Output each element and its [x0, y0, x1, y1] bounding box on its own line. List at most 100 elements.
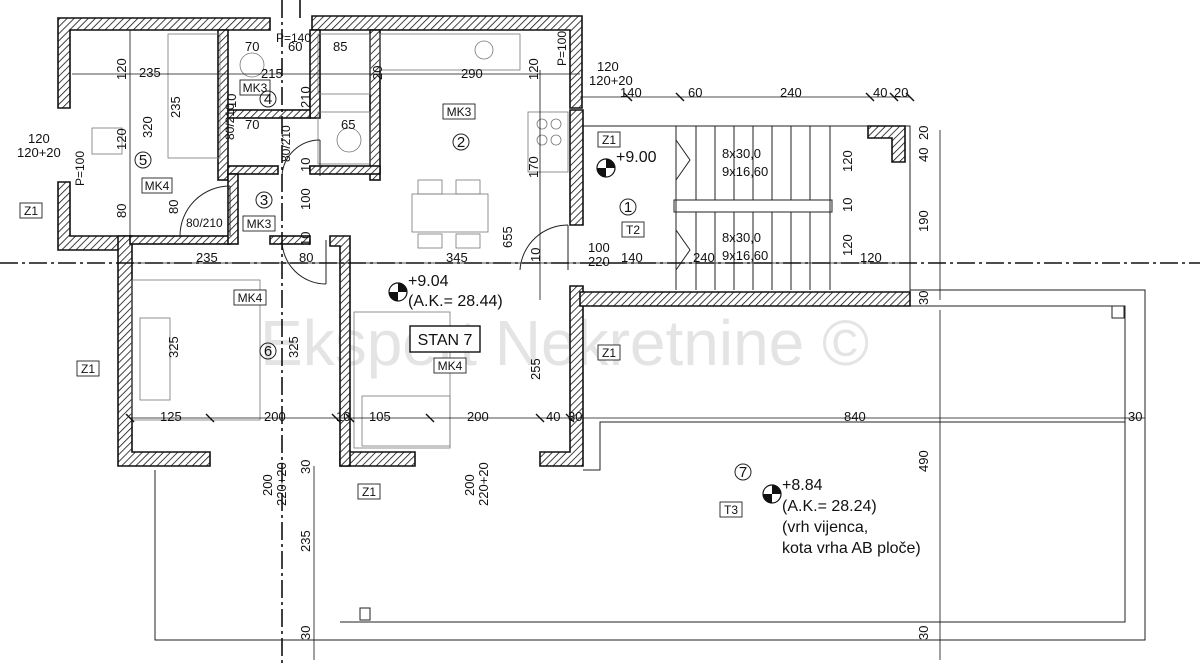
dimension-label: 220	[588, 254, 610, 269]
dimension-label: 85	[333, 39, 347, 54]
dimension-label: 10	[298, 232, 313, 246]
dimension-label: 190	[916, 210, 931, 232]
room-code-3: MK3	[247, 217, 272, 231]
window-tag: Z1	[81, 362, 95, 376]
tag-boxes	[19, 79, 752, 518]
dimension-label: 325	[286, 336, 301, 358]
door-label: P=140	[276, 31, 311, 45]
dimension-label: 120	[28, 131, 50, 146]
dimension-label: 10	[528, 248, 543, 262]
dimension-label: 10	[840, 198, 855, 212]
dimension-label: 490	[916, 450, 931, 472]
stair-level: +9.00	[616, 149, 657, 166]
dimension-label: 70	[245, 117, 259, 132]
walls	[57, 15, 911, 467]
room-code-7: T3	[724, 503, 738, 517]
dimension-label: 100	[588, 240, 610, 255]
room-number-3: 3	[260, 192, 268, 209]
dimension-label: 235	[139, 65, 161, 80]
room-code-6: MK4	[238, 291, 263, 305]
dimension-label: 235	[168, 96, 183, 118]
dimension-label: 80	[299, 250, 313, 265]
dimension-label: 220+20	[274, 462, 289, 506]
dimension-label: 20	[916, 126, 931, 140]
room-number-7: 7	[739, 464, 747, 481]
dimension-label: 125	[160, 409, 182, 424]
terrace-note-line1: (vrh vijenca,	[782, 519, 868, 536]
dimension-label: 60	[688, 85, 702, 100]
stair-flight-label: 9x16,60	[722, 248, 768, 263]
dimension-label: 120	[840, 150, 855, 172]
dimension-label: 120+20	[589, 73, 633, 88]
room-number-6: 6	[264, 343, 272, 360]
terrace-abs-level: (A.K.= 28.24)	[782, 498, 877, 515]
dimension-label: 120	[860, 250, 882, 265]
dimension-label: 100	[298, 188, 313, 210]
dimension-label: 120+20	[17, 145, 61, 160]
dimension-label: 235	[196, 250, 218, 265]
dimension-label: 20	[370, 66, 385, 80]
dimension-label: 30	[916, 291, 931, 305]
dimension-label: 235	[298, 530, 313, 552]
dimension-label: 30	[916, 626, 931, 640]
level-markers	[388, 158, 782, 504]
dimension-label: 240	[780, 85, 802, 100]
stair-flight-label: 8x30,0	[722, 146, 761, 161]
dimension-label: 655	[500, 226, 515, 248]
dimension-label: 30	[298, 460, 313, 474]
dimension-label: 40	[916, 148, 931, 162]
door-label: 80/210	[279, 125, 293, 162]
dimension-label: 65	[341, 117, 355, 132]
door-label: 80/210	[186, 216, 223, 230]
watermark: Ekspert Nekretnine ©	[260, 307, 869, 379]
dimension-label: 120	[840, 234, 855, 256]
dimension-label: 60	[288, 39, 302, 54]
window-tag: Z1	[602, 133, 616, 147]
room-code-living: MK4	[438, 359, 463, 373]
apartment-level: +9.04	[408, 273, 449, 290]
dimension-label: 120	[526, 58, 541, 80]
dimension-label: 10	[336, 409, 350, 424]
dimension-label: 200	[264, 409, 286, 424]
dimension-label: 70	[245, 39, 259, 54]
dimension-label: 200	[260, 474, 275, 496]
dimension-label: 215	[261, 66, 283, 81]
dimension-label: 40	[546, 409, 560, 424]
dimension-texts-vertical: 120 20 120 235 320 120 10 210 10 80 80 1…	[114, 58, 931, 640]
dimension-label: 140	[621, 250, 643, 265]
dimension-label: 105	[369, 409, 391, 424]
dimension-label: 80	[114, 204, 129, 218]
room-code-1: T2	[626, 223, 640, 237]
dimension-label: 80	[166, 200, 181, 214]
dimension-label: 200	[462, 474, 477, 496]
unit-label: STAN 7	[418, 332, 473, 349]
room-code-2: MK3	[447, 105, 472, 119]
dimension-label: 10	[224, 94, 239, 108]
door-label: 80/210	[223, 103, 237, 140]
dimension-label: 220+20	[476, 462, 491, 506]
dimension-label: 10	[298, 158, 313, 172]
dimension-label: 325	[166, 336, 181, 358]
dimension-label: 30	[568, 409, 582, 424]
doors	[179, 139, 569, 285]
room-number-1: 1	[624, 199, 632, 216]
dimension-label: 40	[873, 85, 887, 100]
dimension-label: 290	[461, 66, 483, 81]
stair-flight-label: 8x30,0	[722, 230, 761, 245]
dimension-label: 210	[298, 86, 313, 108]
room-number-2: 2	[457, 134, 465, 151]
dimension-label: 120	[114, 58, 129, 80]
window-tag: Z1	[24, 204, 38, 218]
stair-flight-label: 9x16,60	[722, 164, 768, 179]
stair-hall	[582, 110, 911, 292]
window-tag: Z1	[602, 346, 616, 360]
dimension-lines	[72, 30, 1145, 660]
dimension-label: 120	[114, 128, 129, 150]
door-label: P=100	[555, 31, 569, 66]
dimension-label: 140	[620, 85, 642, 100]
dimension-label: 120	[597, 59, 619, 74]
dimension-label: 320	[140, 116, 155, 138]
dimension-label: 840	[844, 409, 866, 424]
